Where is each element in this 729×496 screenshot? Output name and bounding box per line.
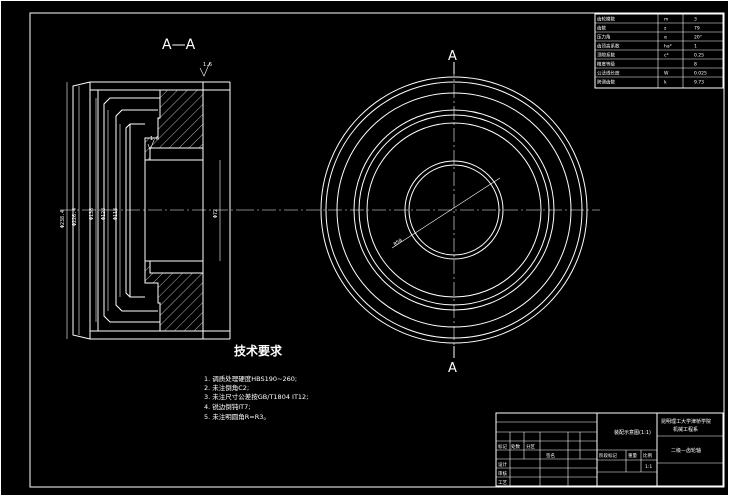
- param-val-7: 9.73: [694, 80, 704, 86]
- tb-stage-label: 阶段标记: [599, 452, 617, 459]
- param-sym-2: α: [664, 36, 667, 41]
- param-val-1: 79: [694, 26, 700, 32]
- hatched-section-bottom: [144, 260, 204, 332]
- param-sym-3: ha*: [664, 44, 673, 50]
- tb-doc: 分区: [526, 443, 535, 450]
- diameter-dims: [66, 82, 221, 339]
- param-val-4: 0.25: [694, 53, 704, 59]
- tb-mark: 标记: [498, 443, 507, 450]
- roughness-mark-mid: 1.6: [147, 136, 159, 151]
- tech-title: 技术要求: [234, 343, 283, 358]
- tb-school: 昆明理工大学津桥学院: [661, 418, 711, 425]
- section-view: A—A: [60, 37, 240, 340]
- param-name-1: 齿数: [597, 25, 606, 32]
- rim-outline: [72, 81, 231, 340]
- cut-label-top: A: [448, 49, 457, 64]
- dim-d1: Φ238.4: [60, 210, 66, 228]
- tb-check: 审核: [498, 470, 507, 477]
- tb-weight-label: 重量: [628, 452, 637, 459]
- inner-steps: [103, 97, 204, 323]
- param-sym-0: m: [664, 18, 668, 23]
- param-name-2: 压力角: [597, 34, 611, 41]
- roughness-mark-top: 1.6: [199, 61, 212, 77]
- dim-bore: Φ72: [213, 209, 219, 218]
- dim-d5: Φ118: [113, 208, 119, 220]
- title-block: [495, 412, 724, 487]
- radius-leader: [391, 177, 501, 249]
- param-name-6: 公法线长度: [597, 70, 620, 77]
- parameter-table: [594, 13, 724, 89]
- param-name-7: 跨测齿数: [597, 79, 615, 86]
- hatched-section-top: [144, 89, 204, 161]
- param-val-5: 8: [694, 62, 697, 68]
- svg-text:1.6: 1.6: [203, 62, 212, 68]
- param-val-6: 0.025: [694, 71, 707, 77]
- param-val-2: 20°: [694, 35, 702, 41]
- cut-label-bottom: A: [448, 361, 457, 376]
- param-val-3: 1: [694, 44, 697, 50]
- dim-d4: Φ128: [101, 208, 107, 220]
- param-sym-1: z: [664, 27, 667, 32]
- parameter-rows: 齿轮模数 m 3 齿数 z 79 压力角 α 20° 齿顶高系数 ha* 1 顶隙系数 c* 0.25 精度等…: [597, 16, 707, 86]
- tb-dept: 机械工程系: [673, 426, 698, 433]
- param-name-4: 顶隙系数: [597, 52, 615, 59]
- param-name-5: 精度等级: [597, 61, 615, 68]
- tb-part-name: 二级—齿轮轴: [671, 447, 701, 454]
- section-label: A—A: [162, 37, 196, 53]
- tech-note-1: 1. 调质处理硬度HBS190~260;: [204, 374, 297, 383]
- param-name-3: 齿顶高系数: [597, 43, 620, 50]
- dim-d3: Φ138: [89, 208, 95, 220]
- tb-scale-label: 比例: [643, 452, 652, 459]
- svg-text:1.6: 1.6: [150, 136, 159, 142]
- tb-design: 设计: [498, 461, 507, 468]
- tech-note-2: 2. 未注倒角C2;: [204, 383, 249, 392]
- tech-note-3: 3. 未注尺寸公差按GB/T1804 IT12;: [204, 392, 308, 401]
- tb-sign: 签名: [546, 452, 555, 459]
- tb-center: 装配示意图(1:1): [614, 429, 651, 436]
- tech-note-4: 4. 锐边倒钝IT7;: [204, 402, 250, 411]
- inner-frame: [29, 12, 725, 488]
- tb-count: 处数: [511, 443, 520, 450]
- tb-process: 工艺: [498, 480, 507, 486]
- param-sym-6: W: [664, 71, 669, 77]
- technical-requirements: 技术要求 1. 调质处理硬度HBS190~260; 2. 未注倒角C2; 3. …: [204, 343, 308, 421]
- front-view: R50 A A: [240, 49, 600, 376]
- param-sym-7: k: [664, 80, 667, 86]
- dim-radius: R50: [393, 238, 404, 248]
- param-sym-4: c*: [664, 53, 669, 59]
- tb-scale-val: 1:1: [645, 464, 652, 470]
- param-name-0: 齿轮模数: [597, 16, 615, 23]
- param-val-0: 3: [694, 17, 697, 23]
- tech-note-5: 5. 未注明圆角R=R3。: [204, 412, 270, 421]
- dim-d2: Φ226.4: [72, 208, 78, 226]
